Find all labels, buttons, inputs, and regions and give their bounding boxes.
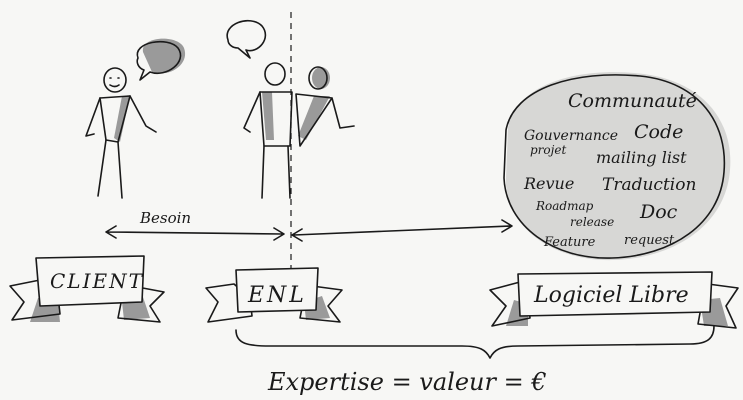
expertise-equation: Expertise = valeur = € [267, 368, 547, 396]
client-banner: CLIENT [9, 255, 165, 323]
word-doc: Doc [639, 201, 678, 223]
expertise-brace [235, 325, 715, 359]
client-arms [85, 95, 157, 137]
client-banner-body [35, 255, 145, 307]
word-traduction: Traduction [602, 175, 696, 195]
community-bubble-outline [503, 74, 726, 259]
logiciel-libre-banner: Logiciel Libre [489, 271, 739, 329]
besoin-arrow: Besoin [105, 209, 285, 241]
enl-to-community-arrow [291, 219, 513, 242]
enl-banner: ENL [205, 267, 343, 323]
word-release: release [570, 215, 614, 229]
enl-banner-body [235, 267, 319, 313]
client-head [103, 67, 127, 93]
client-speech-bubble-shadow [142, 38, 186, 74]
word-revue: Revue [523, 174, 574, 193]
word-feature: Feature [543, 235, 596, 250]
client-torso-shading [114, 96, 130, 142]
enl-community-double-arrow [291, 219, 513, 242]
word-roadmap: Roadmap [535, 199, 594, 213]
enl-second-torso [295, 93, 355, 147]
logiciel-libre-label: Logiciel Libre [533, 283, 689, 308]
word-request: request [624, 233, 675, 248]
community-title: Communauté [568, 90, 697, 112]
besoin-double-arrow [105, 225, 285, 241]
enl-figure [226, 12, 355, 272]
client-legs [97, 139, 123, 199]
word-mailing-list: mailing list [596, 148, 687, 167]
enl-torso-shading [262, 92, 274, 140]
community-bubble-shading [505, 72, 731, 261]
enl-speech-bubble [226, 20, 267, 59]
client-speech-bubble [136, 40, 182, 81]
besoin-label: Besoin [139, 209, 191, 227]
client-figure [85, 38, 186, 199]
client-label: CLIENT [50, 269, 144, 293]
enl-label: ENL [247, 283, 307, 308]
word-gouvernance: Gouvernance [524, 128, 618, 144]
word-projet: projet [530, 143, 566, 157]
enl-head [264, 62, 286, 86]
enl-limbs [243, 91, 291, 199]
community-bubble: Communauté Gouvernance projet Code maili… [503, 72, 731, 261]
enl-torso [259, 91, 293, 147]
enl-second-torso-shading [298, 96, 330, 140]
logiciel-banner-body [517, 271, 713, 317]
word-code: Code [634, 121, 683, 143]
client-face [109, 77, 120, 88]
enl-second-head [308, 66, 328, 90]
